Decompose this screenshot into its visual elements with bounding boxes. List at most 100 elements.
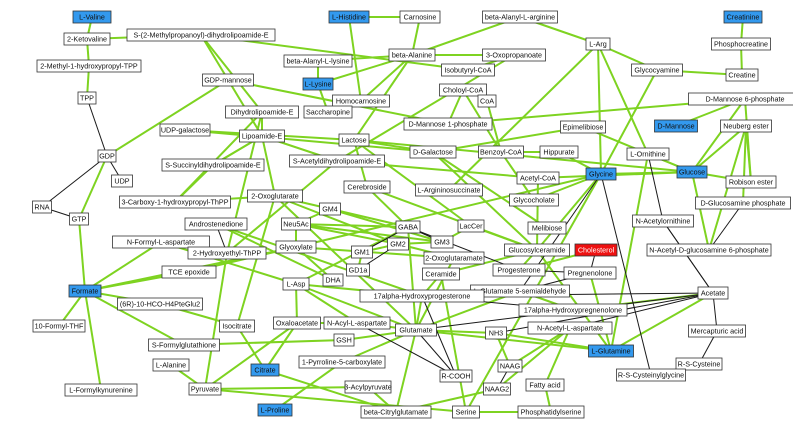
node-lglutamine[interactable]: L-Glutamine [588, 344, 634, 358]
node-lornithine[interactable]: L-Ornithine [626, 147, 670, 161]
node-neu5ac[interactable]: Neu5Ac [281, 217, 311, 231]
node-gdp[interactable]: GDP [97, 149, 117, 163]
node-creatinine[interactable]: Creatinine [723, 10, 763, 24]
node-androstenedione[interactable]: Androstenedione [184, 217, 248, 231]
node-gd1a[interactable]: GD1a [346, 263, 370, 277]
node-phosphocreatine[interactable]: Phosphocreatine [711, 37, 771, 51]
node-dmannose[interactable]: D-Mannose [654, 119, 698, 133]
node-oxoglutaramate[interactable]: 2-Oxoglutaramate [423, 251, 485, 265]
node-progesterone[interactable]: Progesterone [492, 263, 546, 277]
node-tce[interactable]: TCE epoxide [161, 265, 217, 279]
node-rscysteine[interactable]: R-S-Cysteine [675, 357, 723, 371]
node-gaba[interactable]: GABA [395, 220, 421, 234]
node-isocitrate[interactable]: Isocitrate [219, 319, 255, 333]
node-isobutyryl[interactable]: Isobutyryl-CoA [441, 63, 495, 77]
node-naag2[interactable]: NAAG2 [483, 382, 511, 396]
node-nacetylasp[interactable]: N-Acetyl-L-aspartate [527, 321, 613, 335]
node-c3carboxy[interactable]: 3-Carboxy-1-hydroxypropyl-ThPP [119, 195, 231, 209]
node-s2mp[interactable]: S-(2-Methylpropanoyl)-dihydrolipoamide-E [126, 28, 276, 42]
node-udpgal[interactable]: UDP-galactose [159, 123, 211, 137]
node-acetate[interactable]: Acetate [697, 286, 729, 300]
node-nh3[interactable]: NH3 [485, 326, 507, 340]
node-hydroxypreg[interactable]: 17alpha-Hydroxypregnenolone [518, 303, 628, 317]
node-lproline[interactable]: L-Proline [257, 403, 293, 417]
node-lasp[interactable]: L-Asp [282, 277, 310, 291]
node-rscysgly[interactable]: R-S-Cysteinylglycine [616, 368, 686, 382]
node-glucose[interactable]: Glucose [676, 165, 708, 179]
node-citrate[interactable]: Citrate [250, 363, 280, 377]
node-glutamate[interactable]: Glutamate [395, 323, 437, 337]
node-dihydrolipo[interactable]: Dihydrolipoamide-E [225, 105, 299, 119]
node-ballys[interactable]: beta-Alanyl-L-lysine [283, 54, 353, 68]
node-largsucc[interactable]: L-Argininosuccinate [415, 183, 483, 197]
node-gdpmannose[interactable]: GDP-mannose [202, 73, 254, 87]
node-oxaloacetate[interactable]: Oxaloacetate [273, 316, 321, 330]
node-pyruvate[interactable]: Pyruvate [188, 382, 222, 396]
node-melibiose[interactable]: Melibiose [527, 221, 567, 235]
node-udp[interactable]: UDP [111, 174, 133, 188]
node-nformyl[interactable]: N-Formyl-L-aspartate [112, 235, 210, 249]
node-dmannose6p[interactable]: D-Mannose 6-phosphate [688, 92, 793, 106]
node-rna[interactable]: RNA [32, 200, 52, 214]
node-gtp[interactable]: GTP [69, 212, 89, 226]
node-coa[interactable]: CoA [477, 94, 497, 108]
node-serine[interactable]: Serine [452, 405, 480, 419]
node-neuberg[interactable]: Neuberg ester [720, 119, 772, 133]
node-acylpyruvate[interactable]: 3-Acylpyruvate [344, 380, 392, 394]
node-glycocyamine[interactable]: Glycocyamine [631, 63, 683, 77]
node-lglut5semi[interactable]: L-Glutamate 5-semialdehyde [470, 284, 570, 298]
node-mercapturic[interactable]: Mercapturic acid [688, 324, 746, 338]
node-pregnenolone[interactable]: Pregnenolone [563, 266, 617, 280]
node-carnosine[interactable]: Carnosine [399, 10, 441, 24]
node-ceramide[interactable]: Ceramide [422, 267, 460, 281]
node-ssuccinyl[interactable]: S-Succinyldihydrolipoamide-E [161, 158, 265, 172]
node-ketovaline[interactable]: 2-Ketovaline [63, 32, 111, 46]
node-hydroxyethyl[interactable]: 2-Hydroxyethyl-ThPP [187, 246, 267, 260]
node-lysine[interactable]: L-Lysine [302, 77, 334, 91]
node-lactose[interactable]: Lactose [338, 133, 370, 147]
node-larg[interactable]: L-Arg [585, 37, 611, 51]
node-formylthf[interactable]: 10-Formyl-THF [32, 319, 86, 333]
node-bcitryl[interactable]: beta-Citrylglutamate [360, 405, 432, 419]
node-gm2[interactable]: GM2 [387, 237, 409, 251]
node-valine[interactable]: L-Valine [72, 10, 112, 24]
node-mhtpp[interactable]: 2-Methyl-1-hydroxypropyl-TPP [36, 59, 142, 73]
node-oxoglut[interactable]: 2-Oxoglutarate [247, 189, 303, 203]
node-oxoprop[interactable]: 3-Oxopropanoate [482, 48, 546, 62]
node-naag[interactable]: NAAG [497, 359, 523, 373]
node-dgalactose[interactable]: D-Galactose [409, 145, 457, 159]
node-cholesterol[interactable]: Cholesterol [574, 243, 618, 257]
node-sformylglut[interactable]: S-Formylglutathione [148, 338, 220, 352]
node-phosphatidylserine[interactable]: Phosphatidylserine [517, 405, 585, 419]
node-lipoamide[interactable]: Lipoamide-E [239, 129, 285, 143]
node-formylh4[interactable]: (6R)-10-HCO-H4PteGlu2 [117, 297, 203, 311]
node-nacylasp[interactable]: N-Acyl-L-aspartate [323, 316, 391, 330]
node-formate[interactable]: Formate [68, 284, 102, 298]
node-rcooh[interactable]: R-COOH [439, 369, 473, 383]
node-pyrroline[interactable]: 1-Pyrroline-5-carboxylate [298, 355, 386, 369]
node-dglucosamine6p[interactable]: D-Glucosamine phosphate [695, 196, 791, 210]
node-hydroxyprog[interactable]: 17alpha-Hydroxyprogesterone [359, 289, 485, 303]
node-lformylkyn[interactable]: L-Formylkynurenine [64, 383, 138, 397]
node-acetylcoa[interactable]: Acetyl-CoA [516, 171, 560, 185]
node-nacetylornithine[interactable]: N-Acetylornithine [632, 214, 694, 228]
node-gsh[interactable]: GSH [333, 333, 355, 347]
node-robison[interactable]: Robison ester [725, 175, 777, 189]
node-hippurate[interactable]: Hippurate [539, 145, 579, 159]
node-glucosylceramide[interactable]: Glucosylceramide [504, 243, 570, 257]
node-gm1[interactable]: GM1 [351, 245, 373, 259]
node-saccharopine[interactable]: Saccharopine [303, 105, 353, 119]
node-fattyacid[interactable]: Fatty acid [525, 378, 565, 392]
node-sacetyl[interactable]: S-Acetyldihydrolipoamide-E [289, 154, 385, 168]
node-dha[interactable]: DHA [322, 273, 344, 287]
node-dmannose1p[interactable]: D-Mannose 1-phosphate [403, 117, 493, 131]
node-cerebroside[interactable]: Cerebroside [343, 180, 391, 194]
node-histidine[interactable]: L-Histidine [328, 10, 370, 24]
node-laccer[interactable]: LacCer [457, 219, 485, 233]
node-choloyl[interactable]: Choloyl-CoA [439, 83, 487, 97]
node-lalanine[interactable]: L-Alanine [152, 358, 190, 372]
node-epimelibiose[interactable]: Epimelibiose [560, 120, 606, 134]
node-glycocholate[interactable]: Glycocholate [509, 193, 559, 207]
node-tpp[interactable]: TPP [77, 91, 97, 105]
node-gm3[interactable]: GM3 [430, 235, 454, 249]
